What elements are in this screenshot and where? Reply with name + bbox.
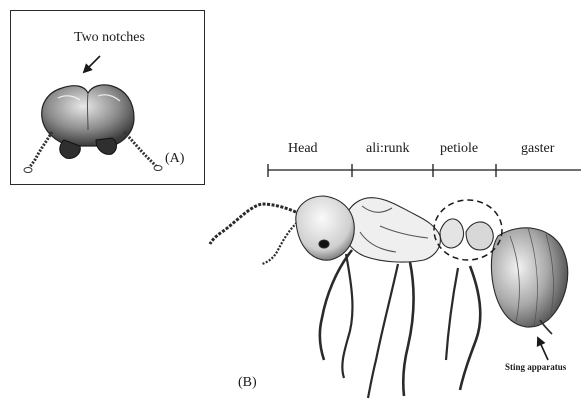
ant-petiole	[440, 219, 464, 248]
panel-a-head-illustration	[24, 56, 162, 173]
ant-head	[296, 196, 354, 260]
segment-label-gaster: gaster	[521, 141, 554, 157]
panel-a-label: (A)	[165, 151, 184, 167]
ant-eye	[319, 240, 329, 248]
notches-annotation: Two notches	[74, 30, 145, 46]
right-antenna	[124, 132, 158, 168]
segment-label-head: Head	[288, 141, 318, 157]
segment-bracket	[268, 164, 581, 177]
ant-alitrunk	[344, 198, 441, 262]
segment-label-alitrunk: ali:runk	[366, 141, 410, 157]
mid-leg	[403, 262, 413, 396]
ant-gaster	[491, 228, 567, 327]
right-mandible	[96, 138, 117, 154]
ant-antenna	[210, 204, 300, 244]
notch-arrow	[84, 56, 100, 72]
left-antenna	[28, 132, 52, 170]
segment-label-petiole: petiole	[440, 141, 478, 157]
sting-annotation: Sting apparatus	[505, 362, 566, 372]
sting-arrow	[538, 338, 548, 360]
panel-b-label: (B)	[238, 375, 257, 391]
hind-leg	[460, 266, 480, 390]
